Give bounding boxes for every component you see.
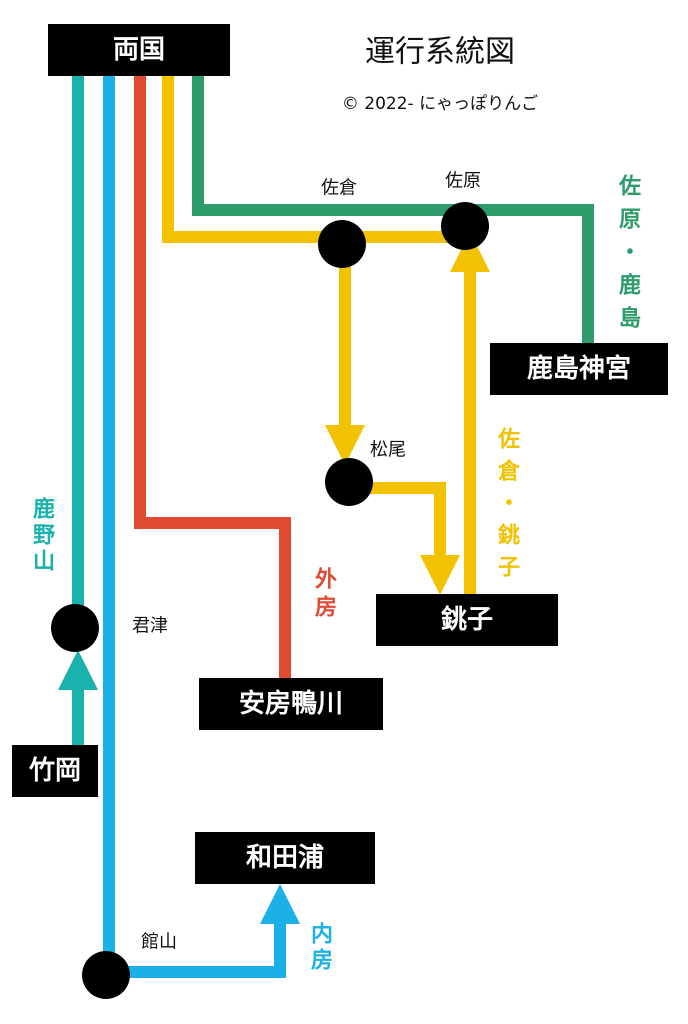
station-dot-kimitsu xyxy=(51,604,99,652)
line-label-char: 倉 xyxy=(497,459,521,485)
sakura-choshi-route-arrowhead-choshi xyxy=(420,555,460,595)
terminal-label-awa-kamogawa: 安房鴨川 xyxy=(239,689,343,719)
station-dot-sawara xyxy=(441,202,489,250)
line-label-kashimayama: 鹿野山 xyxy=(33,497,55,575)
line-label-char: 島 xyxy=(619,306,641,332)
sakura-choshi-route-line-c xyxy=(345,482,446,555)
line-label-char: 鹿 xyxy=(33,497,55,523)
line-label-char: 鹿 xyxy=(619,273,641,299)
terminal-label-ryogoku: 両国 xyxy=(113,35,165,65)
station-label-kimitsu: 君津 xyxy=(132,616,168,637)
sawara-kashima-route-line xyxy=(192,76,594,345)
terminal-box-takeoka: 竹岡 xyxy=(12,745,98,797)
line-label-char: 銚 xyxy=(498,523,520,549)
line-label-char: 野 xyxy=(33,524,55,549)
line-label-char: ・ xyxy=(498,492,520,517)
line-label-char: 内 xyxy=(311,923,333,948)
terminal-label-kashima-jingu: 鹿島神宮 xyxy=(527,353,631,384)
terminal-box-choshi: 銚子 xyxy=(376,594,558,646)
terminal-box-kashima-jingu: 鹿島神宮 xyxy=(490,343,668,395)
line-label-sakura-choshi: 佐倉・銚子 xyxy=(497,427,521,581)
sakura-choshi-route-arrowhead-matsuo xyxy=(325,425,365,465)
line-label-char: 外 xyxy=(315,567,337,593)
terminal-box-ryogoku: 両国 xyxy=(48,24,230,76)
diagram-title: 運行系統図 xyxy=(365,35,515,70)
line-label-char: 佐 xyxy=(618,174,641,200)
line-label-char: ・ xyxy=(619,241,641,266)
line-label-sawara-kashima: 佐原・鹿島 xyxy=(618,174,641,332)
terminal-label-choshi: 銚子 xyxy=(441,604,493,635)
kashimayama-route-arrowhead xyxy=(58,650,98,690)
terminal-label-wadaura: 和田浦 xyxy=(246,842,324,873)
station-label-sakura: 佐倉 xyxy=(321,178,357,199)
station-dot-sakura xyxy=(318,220,366,268)
copyright-note: © 2022- にゃっぽりんご xyxy=(342,94,538,114)
station-dot-matsuo xyxy=(325,458,373,506)
uchibo-route-arrowhead xyxy=(260,884,300,924)
line-label-sotobo: 外房 xyxy=(315,567,337,621)
station-label-tateyama: 館山 xyxy=(141,932,177,953)
terminal-label-takeoka: 竹岡 xyxy=(28,756,81,786)
station-label-sawara: 佐原 xyxy=(445,171,481,192)
terminal-box-wadaura: 和田浦 xyxy=(195,832,375,884)
station-label-matsuo: 松尾 xyxy=(370,440,406,461)
uchibo-route-line xyxy=(103,76,286,978)
terminal-box-awa-kamogawa: 安房鴨川 xyxy=(199,678,383,730)
line-label-uchibo: 内房 xyxy=(311,923,333,974)
line-label-char: 房 xyxy=(315,595,337,621)
line-label-char: 子 xyxy=(498,556,520,581)
station-dot-tateyama xyxy=(82,951,130,999)
line-label-char: 房 xyxy=(311,948,333,974)
line-label-char: 山 xyxy=(33,550,55,575)
line-label-char: 原 xyxy=(619,208,641,233)
line-label-char: 佐 xyxy=(497,427,520,453)
sakura-choshi-route-arrowhead-sawara xyxy=(450,232,490,272)
sotobo-route-line xyxy=(134,76,291,682)
